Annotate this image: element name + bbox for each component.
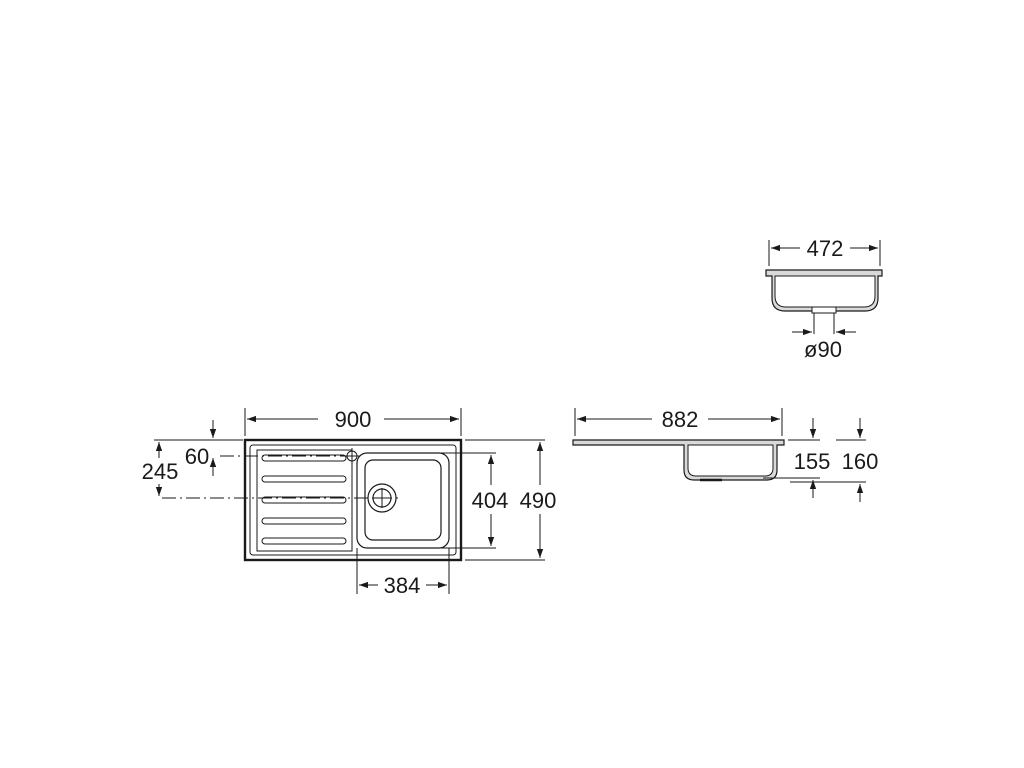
dim-end-width: 472 <box>807 236 844 261</box>
plan-view: 900 490 404 384 60 245 <box>142 407 557 598</box>
sink-inner-rim <box>249 444 457 556</box>
dim-bowl-width: 384 <box>384 573 421 598</box>
drainer-grooves <box>261 454 347 545</box>
end-view: 472 ø90 <box>765 236 883 362</box>
dim-side-overall-depth: 160 <box>842 449 879 474</box>
end-view-drain-outlet <box>811 306 837 314</box>
dim-overall-depth: 490 <box>520 488 557 513</box>
dim-drain-diameter: ø90 <box>804 337 842 362</box>
dim-side-length: 882 <box>662 407 699 432</box>
drainer-outline <box>256 449 353 552</box>
dim-overall-width: 900 <box>335 407 372 432</box>
bowl-outer <box>356 452 450 549</box>
bowl-inner <box>364 459 442 541</box>
side-view: 882 155 160 <box>572 407 879 502</box>
end-view-inner <box>774 275 876 308</box>
sink-outer-outline <box>243 438 463 562</box>
side-view-inner <box>687 444 774 477</box>
dim-side-bowl-depth: 155 <box>794 449 831 474</box>
dim-drain-offset: 245 <box>142 459 179 484</box>
dim-bowl-depth: 404 <box>472 488 509 513</box>
dim-tap-offset: 60 <box>185 444 209 469</box>
